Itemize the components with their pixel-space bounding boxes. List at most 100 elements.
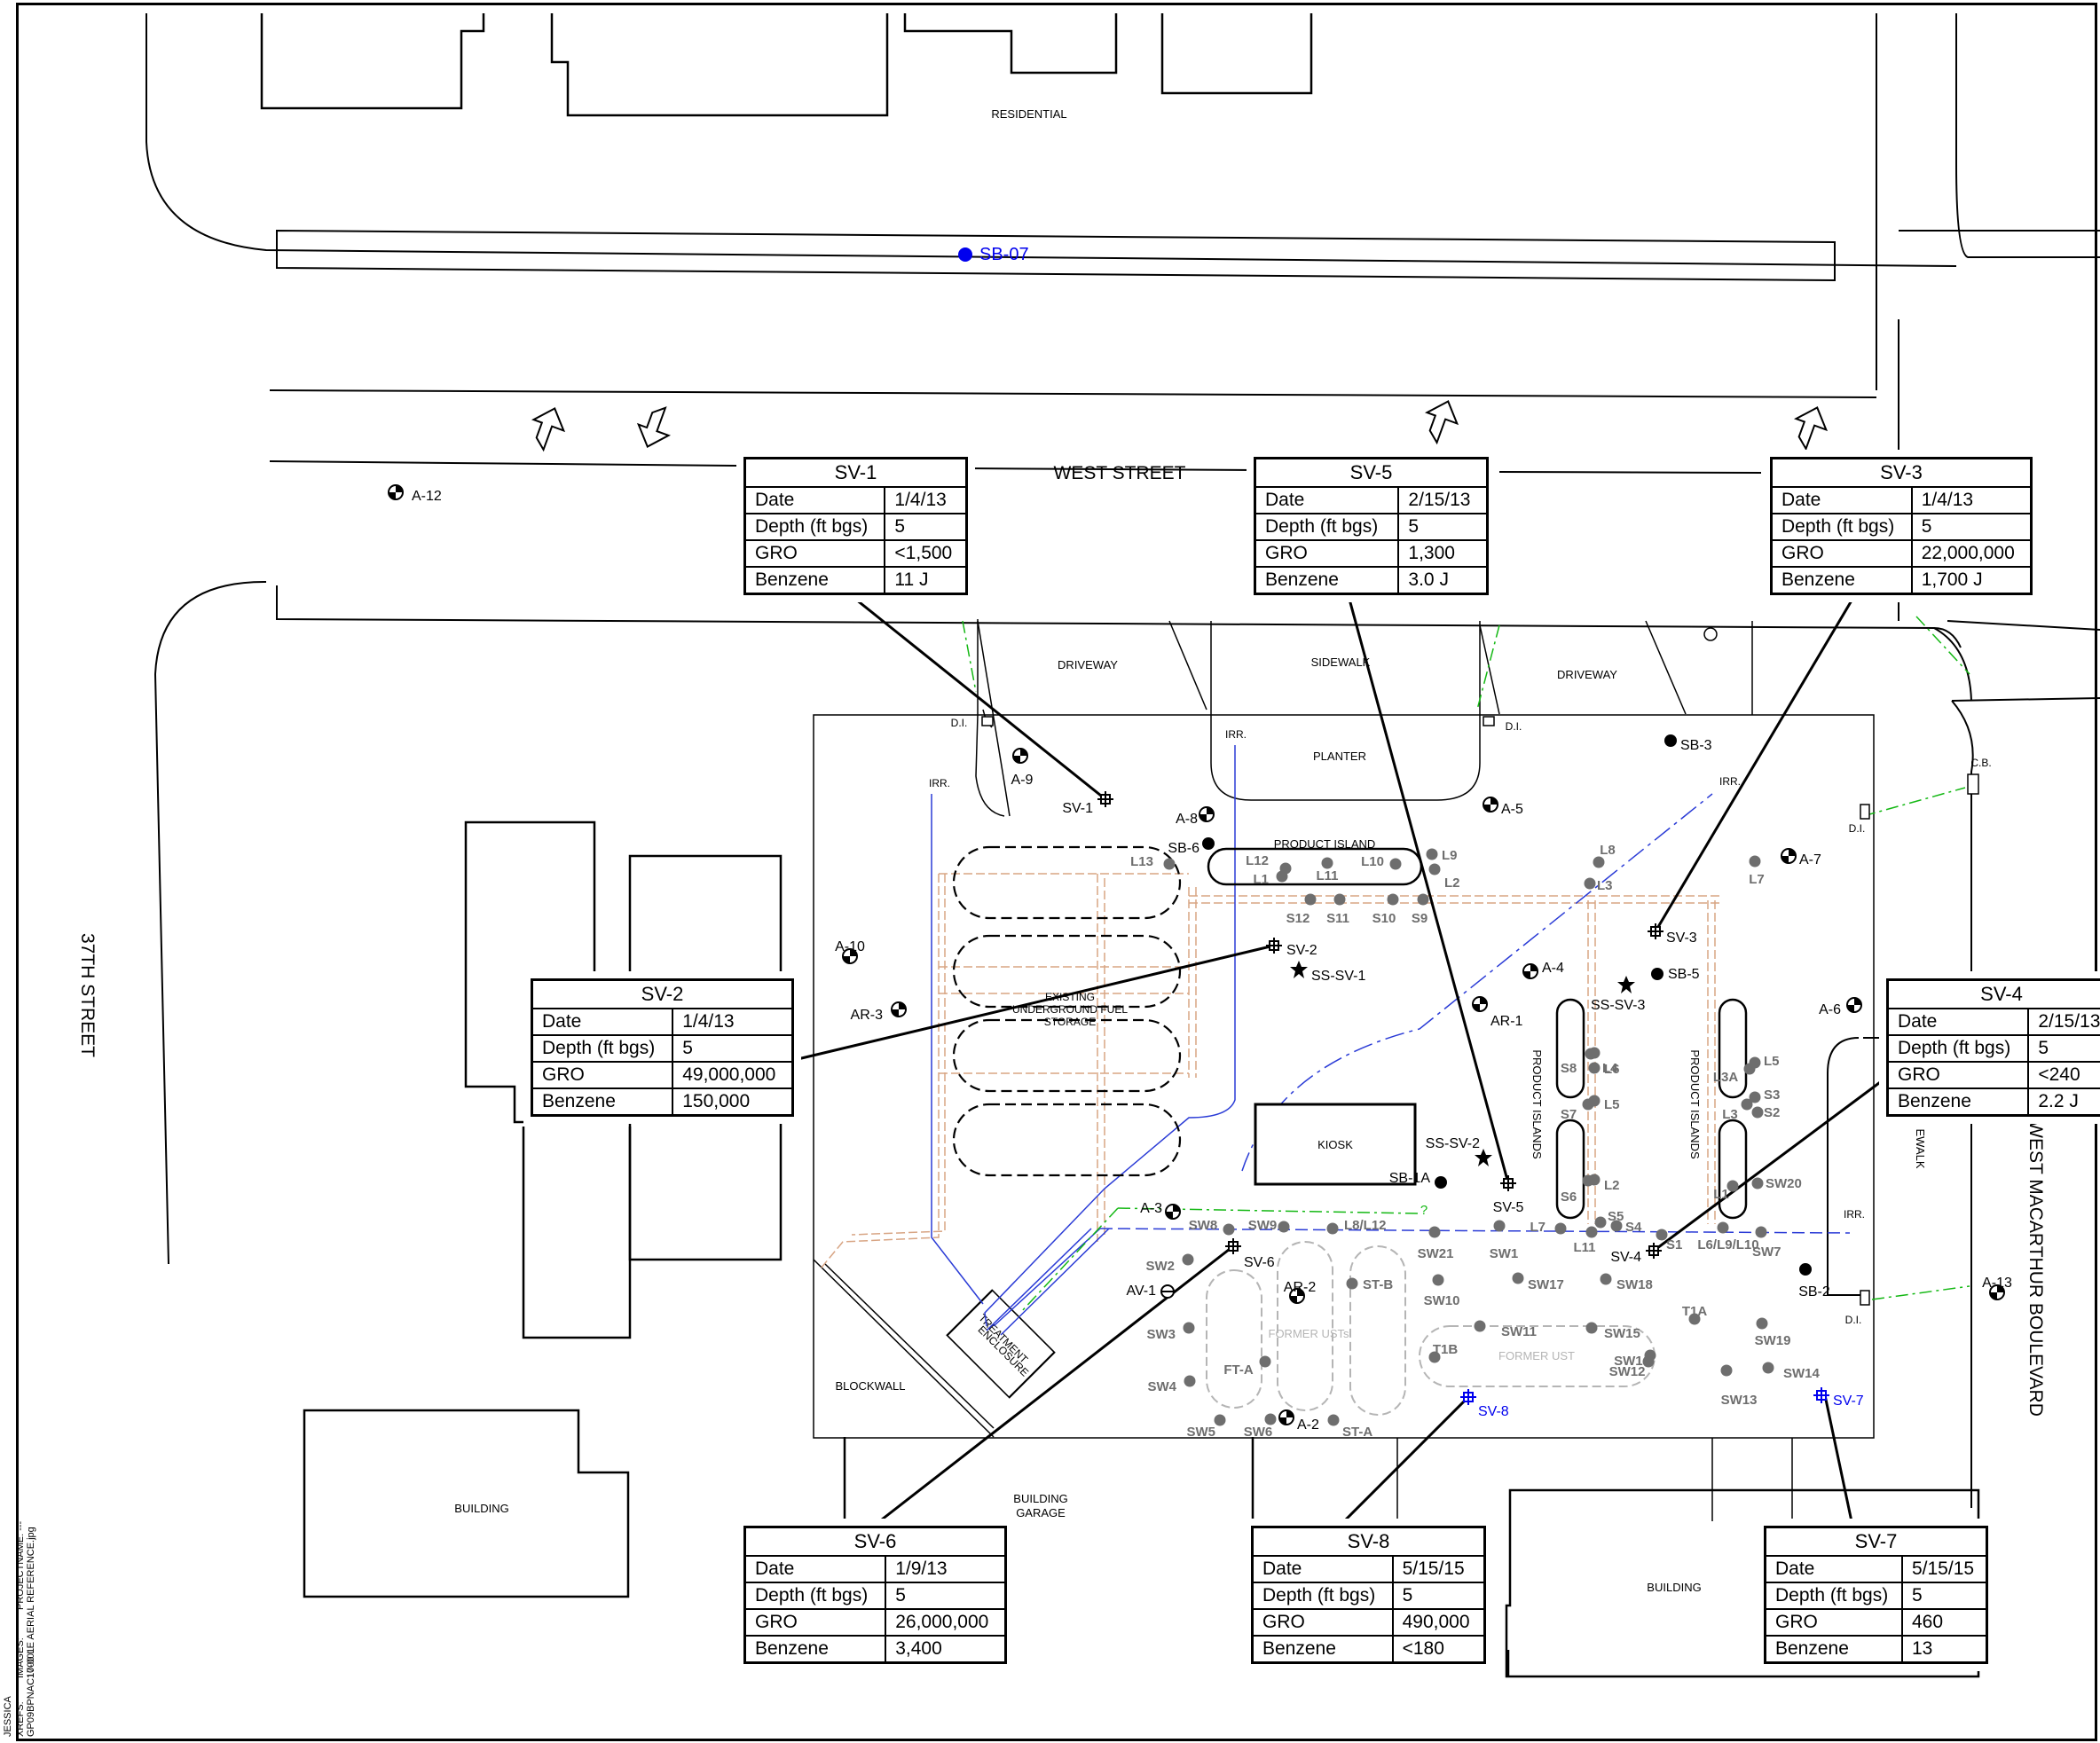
sample-label-s4: S4: [1625, 1220, 1642, 1235]
sample-label-sw18: SW18: [1616, 1277, 1653, 1292]
soil-boring-label-sb-07: SB-07: [979, 245, 1029, 264]
monitoring-well-a-3: [1165, 1204, 1181, 1220]
street-curbs: [146, 13, 2100, 1508]
label-building-south: BUILDING: [1647, 1581, 1701, 1594]
row-label: Depth (ft bgs): [1256, 513, 1400, 541]
sample-point-sw11: [1474, 1320, 1486, 1332]
product-islands: [1207, 847, 1748, 1220]
callout-title: SV-8: [1254, 1528, 1483, 1557]
sub-slab-label-ss-sv-3: SS-SV-3: [1591, 998, 1645, 1013]
sample-point-l5: [1588, 1095, 1601, 1107]
sample-label-l4: L4: [1602, 1061, 1618, 1076]
monitoring-well-label-a-8: A-8: [1176, 812, 1198, 827]
label-product-islands-1: PRODUCT ISLANDS: [1530, 1049, 1544, 1159]
sample-point-s5: [1594, 1216, 1607, 1229]
callout-row-benzene: Benzene<180: [1254, 1635, 1483, 1661]
label-di-3: D.I.: [1849, 822, 1866, 835]
former-usts: [1206, 1241, 1656, 1416]
row-value: 2/15/13: [1397, 488, 1486, 514]
label-former-ust: FORMER UST: [1498, 1349, 1575, 1362]
row-label: Benzene: [1889, 1087, 2030, 1114]
sample-label-s3: S3: [1764, 1087, 1780, 1103]
title-xref-value: GP09BPNAC10-001: [26, 1648, 36, 1737]
soil-vapor-probe-label-sv-6: SV-6: [1244, 1255, 1275, 1270]
sample-label-s2: S2: [1764, 1105, 1780, 1120]
monitoring-well-label-a-5: A-5: [1501, 802, 1523, 817]
label-blockwall: BLOCKWALL: [836, 1379, 906, 1393]
soil-vapor-probe-label-sv-5: SV-5: [1493, 1200, 1524, 1215]
sample-point-sw13: [1720, 1364, 1733, 1377]
residential-buildings: [260, 13, 1313, 117]
monitoring-well-a-8: [1199, 806, 1215, 822]
title-block: JESSICA XREFS: GP09BPNAC10-001 IMAGES: 1…: [3, 1520, 36, 1737]
kiosk-label: KIOSK: [1317, 1138, 1353, 1151]
monitoring-well-label-ar-2: AR-2: [1284, 1280, 1317, 1295]
sample-label-sw17: SW17: [1528, 1277, 1564, 1292]
piping-brown: [820, 873, 1721, 1269]
sample-point-sw9: [1278, 1221, 1290, 1233]
sample-point-sw6: [1264, 1413, 1277, 1425]
title-projectname: PROJECTNAME: ---: [15, 1520, 26, 1610]
soil-vapor-probe-label-sv-2: SV-2: [1286, 943, 1317, 958]
sample-label-l10: L10: [1361, 854, 1384, 869]
label-west-street: WEST STREET: [1054, 463, 1186, 483]
sample-point-sw21: [1428, 1226, 1441, 1238]
monitoring-well-a-9: [1012, 748, 1028, 764]
row-label: GRO: [1256, 539, 1400, 568]
row-value: 5: [1900, 1582, 1986, 1610]
row-value: 2/15/13: [2027, 1009, 2100, 1036]
sample-point-sw3: [1183, 1322, 1195, 1334]
sample-label-sw5: SW5: [1186, 1425, 1215, 1440]
soil-boring-sb-2: [1799, 1263, 1812, 1276]
sample-label-t1b: T1B: [1433, 1342, 1459, 1357]
soil-vapor-probe-sv-5: [1499, 1174, 1517, 1192]
sample-point-st-b: [1346, 1277, 1358, 1290]
callout-title: SV-1: [746, 459, 965, 488]
row-value: 1/9/13: [885, 1557, 1004, 1583]
sample-points: A-12A-9A-8A-5A-7A-10AR-3A-4AR-1A-6A-3AR-…: [388, 245, 2012, 1440]
row-value: 22,000,000: [1910, 539, 2030, 568]
label-product-islands-2: PRODUCT ISLANDS: [1688, 1049, 1702, 1159]
sample-label-l2: L2: [1444, 875, 1460, 891]
sample-point-sw2: [1182, 1253, 1194, 1266]
sample-point-l13: [1163, 858, 1176, 870]
sample-point-sw20: [1751, 1177, 1764, 1189]
monitoring-well-a-12: [388, 484, 404, 500]
sample-point-l11: [1585, 1226, 1598, 1238]
row-label: Depth (ft bgs): [746, 513, 886, 541]
callout-title: SV-2: [533, 981, 791, 1009]
sample-point-l7: [1554, 1222, 1567, 1235]
row-value: 11 J: [884, 566, 965, 593]
soil-boring-label-sb-1a: SB-1A: [1389, 1171, 1431, 1186]
row-label: Depth (ft bgs): [746, 1582, 887, 1610]
sample-point-l1: [1276, 870, 1288, 883]
sample-label-l6: L6: [1604, 1062, 1620, 1077]
row-value: 49,000,000: [672, 1061, 791, 1089]
underground-storage-tanks: [952, 845, 1182, 1177]
row-label: Benzene: [1256, 566, 1400, 593]
sample-label-l11: L11: [1573, 1240, 1595, 1255]
row-label: Benzene: [746, 1635, 887, 1661]
sample-point-ft-a: [1259, 1355, 1271, 1368]
title-user: JESSICA: [3, 1695, 13, 1737]
row-value: 5: [672, 1034, 791, 1063]
sample-label-l8-l12: L8/L12: [1344, 1218, 1387, 1233]
row-value: 1,700 J: [1910, 566, 2030, 593]
label-former-usts: FORMER USTs: [1269, 1327, 1350, 1340]
treatment-enclosure: TREATMENT ENCLOSURE: [946, 1289, 1056, 1399]
row-label: Depth (ft bgs): [533, 1034, 674, 1063]
sample-label-sw10: SW10: [1424, 1293, 1460, 1308]
site-boundary: [813, 619, 1875, 1526]
row-label: Benzene: [533, 1087, 674, 1114]
soil-vapor-probe-label-sv-8: SV-8: [1478, 1404, 1509, 1419]
callout-row-depth: Depth (ft bgs)5: [1766, 1582, 1986, 1610]
